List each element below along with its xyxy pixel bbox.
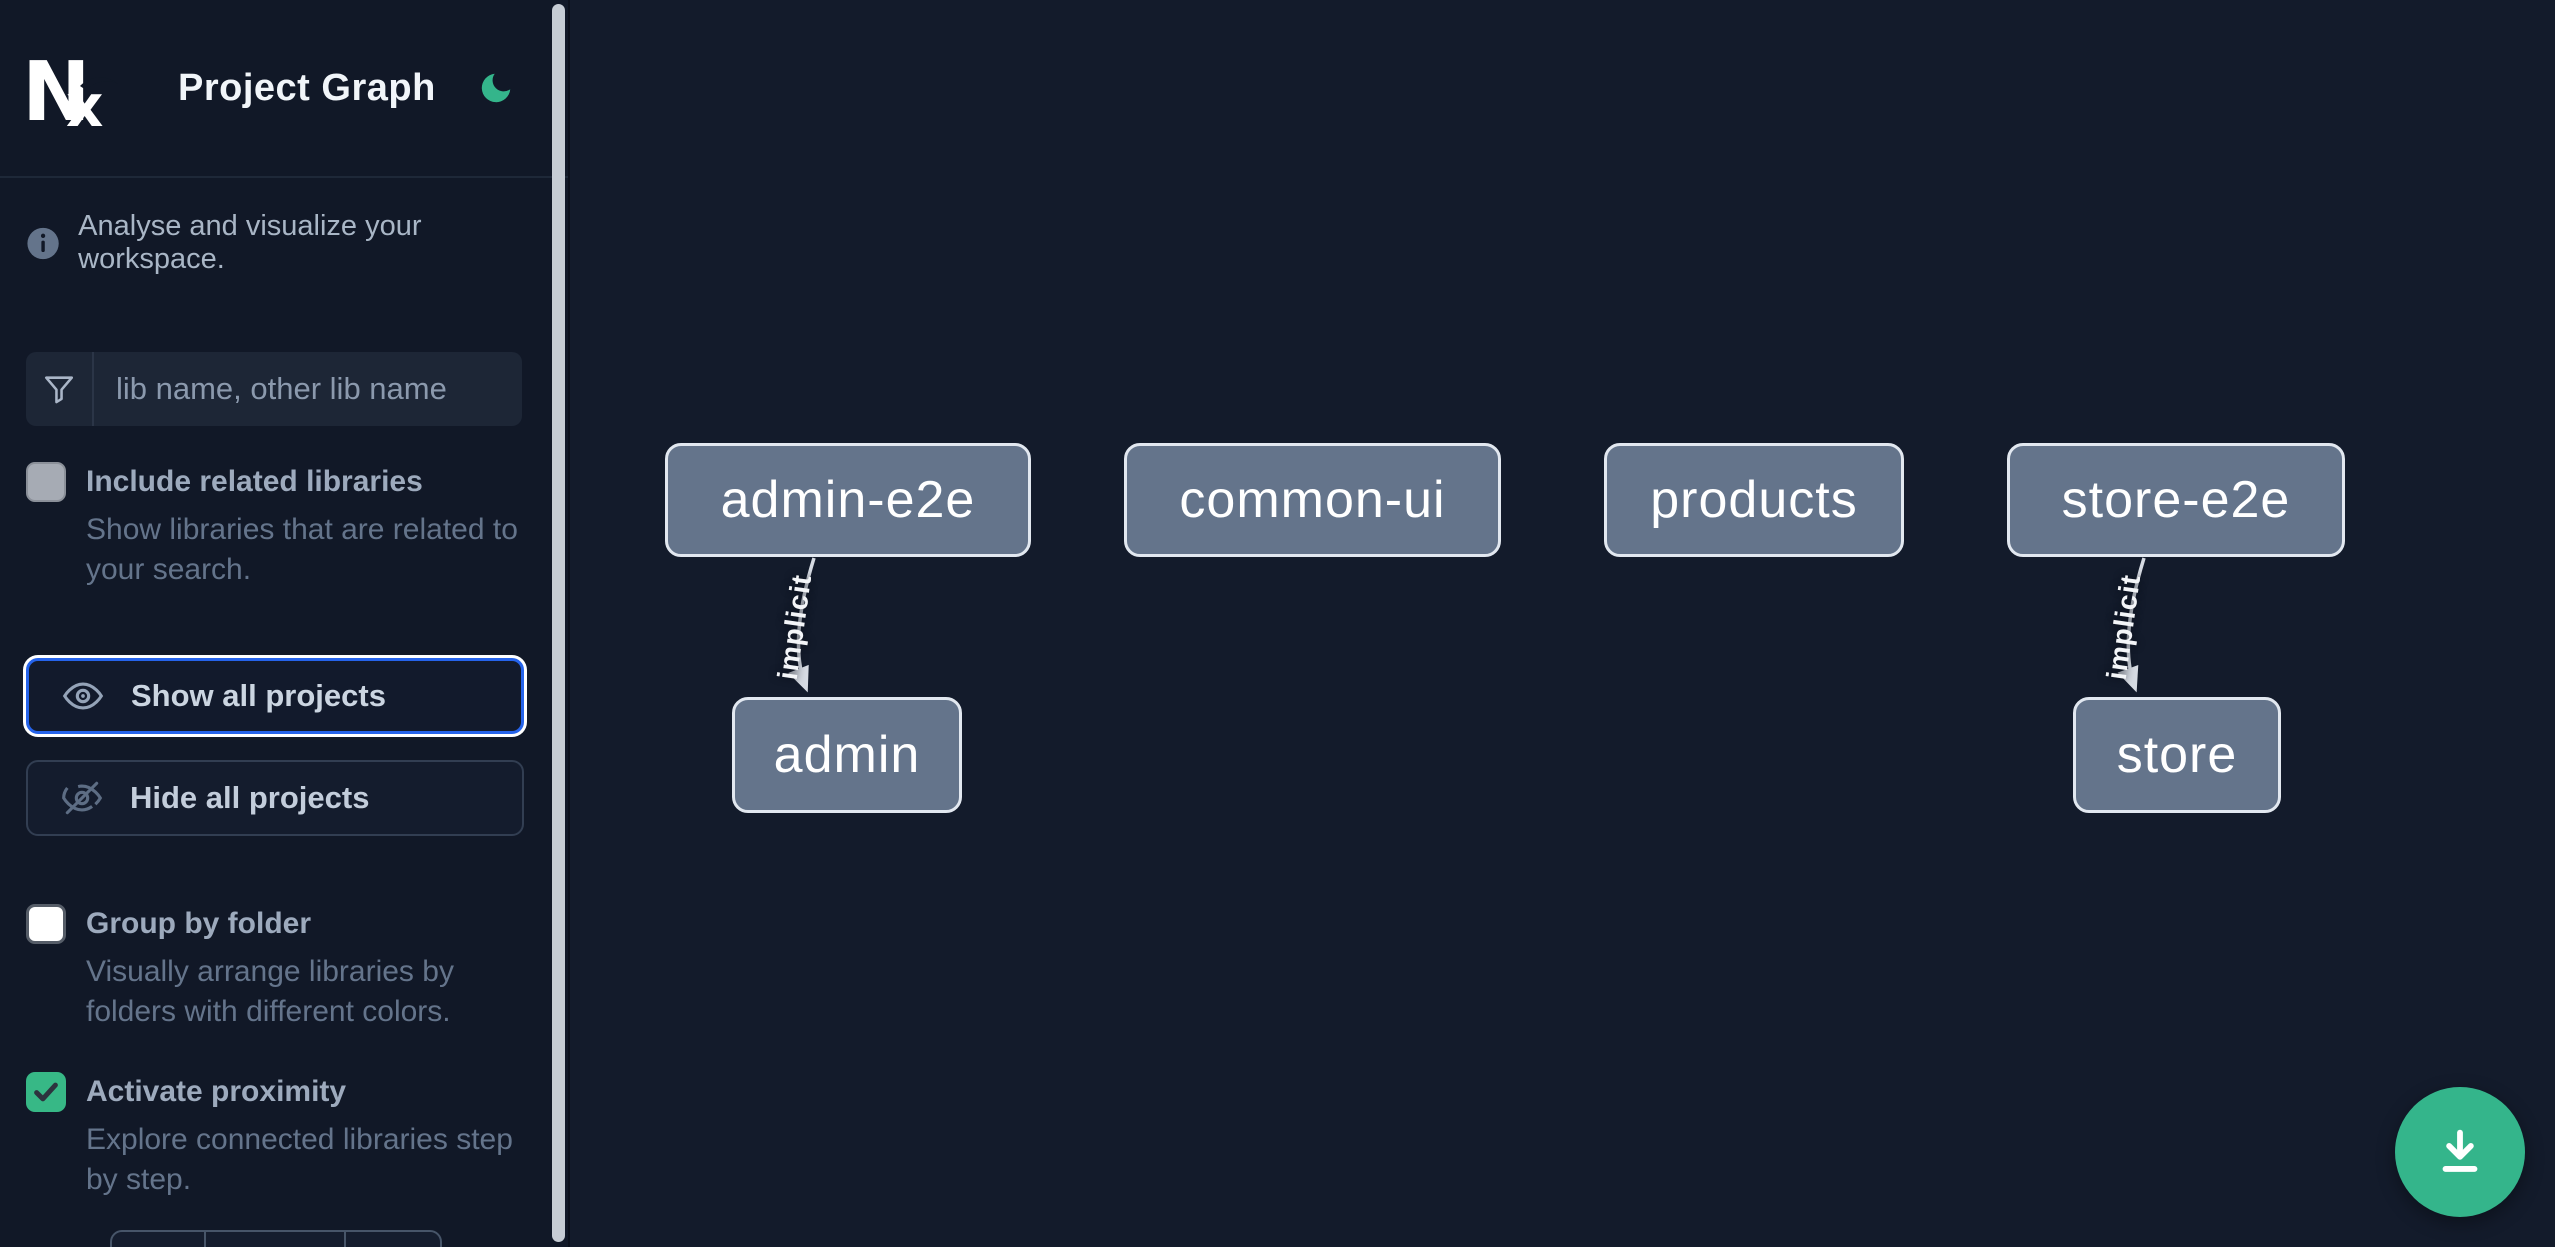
group-by-folder-checkbox-row[interactable]: Group by folder [26,904,538,944]
edge-label-implicit-admin: implicit [771,572,818,682]
download-icon [2442,1129,2478,1172]
hide-all-projects-label: Hide all projects [130,780,370,815]
eye-icon [62,682,104,710]
include-related-label: Include related libraries [86,465,423,498]
activate-proximity-checkbox[interactable] [26,1072,66,1112]
info-icon [27,227,59,259]
stepper-decrement-button[interactable]: − [112,1232,206,1247]
activate-proximity-checkbox-row[interactable]: Activate proximity [26,1072,538,1112]
eye-off-icon [62,781,103,815]
checkmark-icon [34,1082,58,1102]
include-related-description: Show libraries that are related to your … [86,513,518,586]
download-graph-button[interactable] [2395,1087,2525,1217]
library-filter-input[interactable] [94,352,522,426]
workspace-tagline: Analyse and visualize your workspace. [26,210,538,276]
filter-funnel-icon [26,352,94,426]
svg-text:N: N [28,48,91,128]
graph-node-products[interactable]: products [1604,443,1904,557]
show-all-projects-label: Show all projects [131,678,386,713]
show-all-projects-button[interactable]: Show all projects [26,658,524,734]
hide-all-projects-button[interactable]: Hide all projects [26,760,524,836]
stepper-increment-button[interactable]: + [344,1232,438,1247]
edge-label-implicit-store: implicit [2100,572,2147,682]
include-related-block: Include related libraries Show libraries… [26,462,538,590]
page-title: Project Graph [178,66,436,109]
filter-input-group [26,352,522,426]
activate-proximity-label: Activate proximity [86,1075,347,1108]
graph-edges [788,557,2146,693]
graph-node-store-e2e[interactable]: store-e2e [2007,443,2345,557]
nx-logo-icon: N x [28,48,118,128]
activate-proximity-block: Activate proximity Explore connected lib… [26,1072,538,1200]
graph-node-common-ui[interactable]: common-ui [1124,443,1501,557]
group-by-folder-checkbox[interactable] [26,904,66,944]
sidebar-scrollbar[interactable] [552,4,565,1242]
sidebar-body: Analyse and visualize your workspace. In… [0,210,568,1247]
activate-proximity-description: Explore connected libraries step by step… [86,1123,513,1196]
include-related-checkbox-row[interactable]: Include related libraries [26,462,538,502]
graph-node-admin[interactable]: admin [732,697,962,813]
sidebar-header: N x Project Graph [0,0,568,178]
group-by-folder-block: Group by folder Visually arrange librari… [26,904,538,1032]
proximity-depth-stepper: − 1 + [110,1230,442,1247]
group-by-folder-description: Visually arrange libraries by folders wi… [86,955,454,1028]
tagline-text: Analyse and visualize your workspace. [78,210,422,275]
group-by-folder-label: Group by folder [86,907,311,940]
include-related-checkbox[interactable] [26,462,66,502]
graph-node-store[interactable]: store [2073,697,2281,813]
moon-icon [481,73,511,103]
graph-canvas[interactable]: implicit implicit admin-e2e common-ui pr… [570,0,2555,1247]
dark-mode-toggle[interactable] [476,68,516,108]
graph-node-admin-e2e[interactable]: admin-e2e [665,443,1031,557]
stepper-value: 1 [206,1232,344,1247]
sidebar: N x Project Graph Analyse and visualize … [0,0,570,1247]
